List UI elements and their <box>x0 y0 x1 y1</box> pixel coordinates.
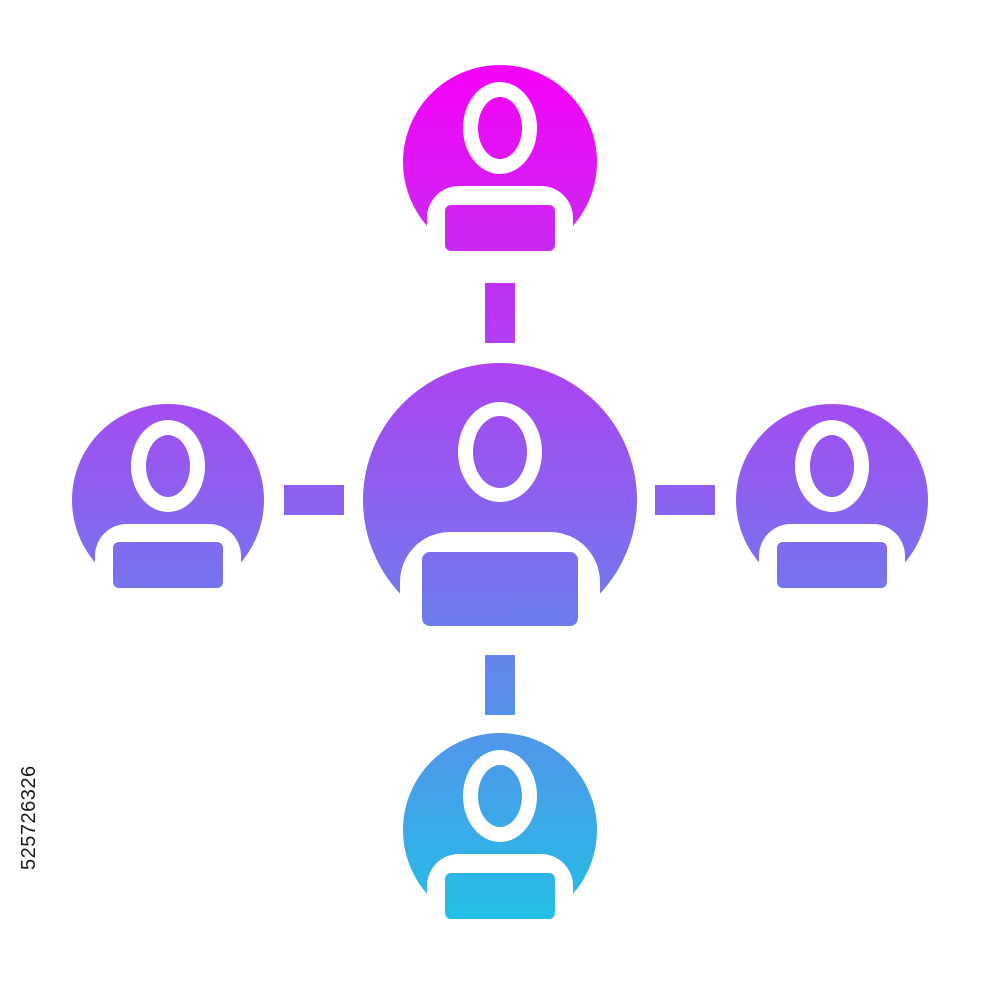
connector-top <box>485 283 515 343</box>
connector-left <box>284 485 344 515</box>
connector-bottom <box>485 655 515 715</box>
left-person-icon <box>72 404 264 598</box>
connector-right <box>655 485 715 515</box>
center-person-icon <box>363 363 637 648</box>
bottom-person-icon <box>403 733 597 928</box>
top-person-icon <box>403 65 597 260</box>
right-person-icon <box>736 404 928 598</box>
stock-id-text: 525726326 <box>18 765 40 870</box>
